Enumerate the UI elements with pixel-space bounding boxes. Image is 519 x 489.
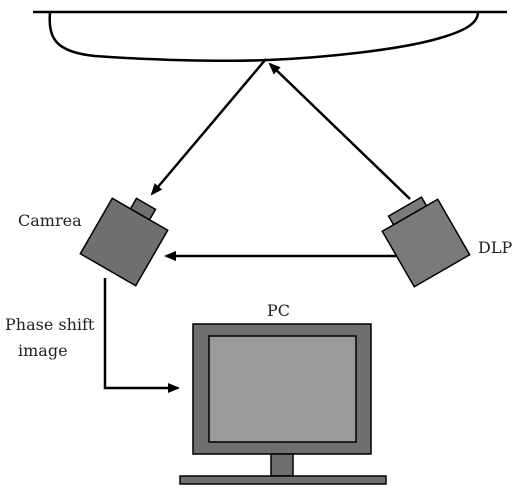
phase-shift-label-line2: image (18, 341, 68, 360)
pc-label: PC (267, 301, 290, 320)
pc-monitor (179, 323, 387, 485)
dlp-projector (381, 196, 471, 288)
dlp-label: DLP (478, 238, 512, 257)
phase-shift-label-line1: Phase shift (5, 315, 95, 334)
projector-to-surface-ray (268, 62, 411, 200)
camera-label: Camrea (18, 211, 82, 230)
object-surface (33, 10, 507, 63)
pc-base (179, 475, 387, 485)
pc-stand (270, 453, 294, 477)
surface-to-camera-ray (150, 58, 267, 196)
camera (79, 197, 169, 287)
pc-screen (208, 335, 357, 443)
phase-shift-image-arrow (103, 278, 180, 393)
